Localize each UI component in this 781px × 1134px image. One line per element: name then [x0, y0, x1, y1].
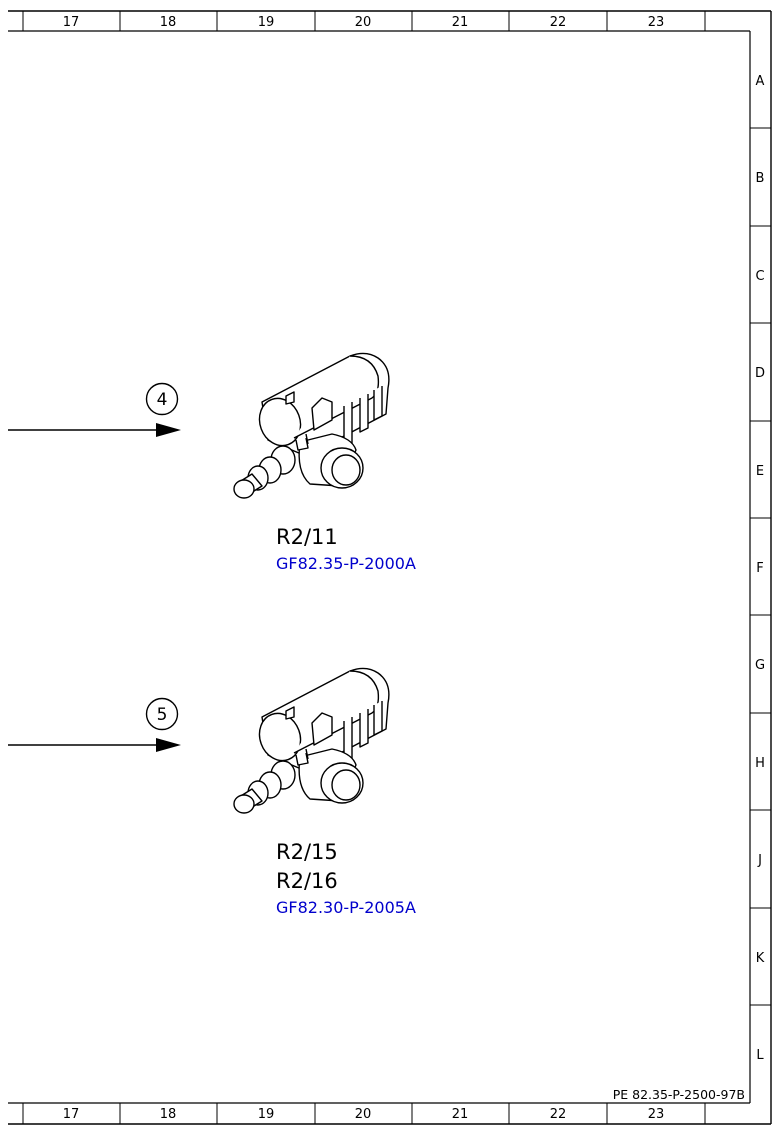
- component-group-2: 5 R2/15 R2/16 GF82.30-P-2005A: [8, 667, 416, 917]
- document-link[interactable]: GF82.30-P-2005A: [276, 898, 416, 917]
- drawing-frame: [8, 10, 772, 1125]
- row-label: K: [756, 951, 765, 966]
- top-column-label: 19: [258, 15, 275, 30]
- callout-circle: [145, 382, 179, 416]
- row-label: L: [756, 1048, 764, 1063]
- bottom-column-label: 23: [648, 1107, 665, 1122]
- bottom-column-ruler: 17 18 19 20 21 22 23: [63, 1107, 665, 1122]
- top-column-label: 21: [452, 15, 469, 30]
- bottom-column-label: 19: [258, 1107, 275, 1122]
- component-ref-label: R2/16: [276, 869, 338, 893]
- bottom-column-label: 20: [355, 1107, 372, 1122]
- arrow-head-icon: [156, 423, 181, 437]
- bottom-column-label: 18: [160, 1107, 177, 1122]
- bottom-column-label: 21: [452, 1107, 469, 1122]
- callout-circle: [145, 697, 179, 731]
- top-column-label: 22: [550, 15, 567, 30]
- callout-number: 5: [157, 705, 168, 725]
- callout-number: 4: [157, 390, 168, 410]
- document-link[interactable]: GF82.35-P-2000A: [276, 554, 416, 573]
- row-label: B: [756, 171, 765, 186]
- top-column-label: 20: [355, 15, 372, 30]
- row-label: H: [755, 756, 765, 771]
- top-column-ruler: 17 18 19 20 21 22 23: [63, 15, 665, 30]
- document-id: PE 82.35-P-2500-97B: [613, 1087, 745, 1102]
- row-label: A: [756, 74, 765, 89]
- top-column-label: 23: [648, 15, 665, 30]
- arrow-head-icon: [156, 738, 181, 752]
- row-label: F: [756, 561, 763, 576]
- top-column-label: 17: [63, 15, 80, 30]
- electrical-connector-icon: [233, 667, 390, 814]
- electrical-connector-icon: [233, 352, 390, 499]
- component-ref-label: R2/15: [276, 840, 338, 864]
- row-label: J: [757, 853, 762, 868]
- row-label: C: [755, 269, 764, 284]
- bottom-column-label: 22: [550, 1107, 567, 1122]
- component-group-1: 4 R2/11 GF82.35-P-2000A: [8, 352, 416, 573]
- row-label: G: [755, 658, 765, 673]
- row-label: E: [756, 464, 764, 479]
- component-ref-label: R2/11: [276, 525, 338, 549]
- right-row-ruler: A B C D E F G H J K L: [755, 74, 765, 1063]
- row-label: D: [755, 366, 765, 381]
- bottom-column-label: 17: [63, 1107, 80, 1122]
- top-column-label: 18: [160, 15, 177, 30]
